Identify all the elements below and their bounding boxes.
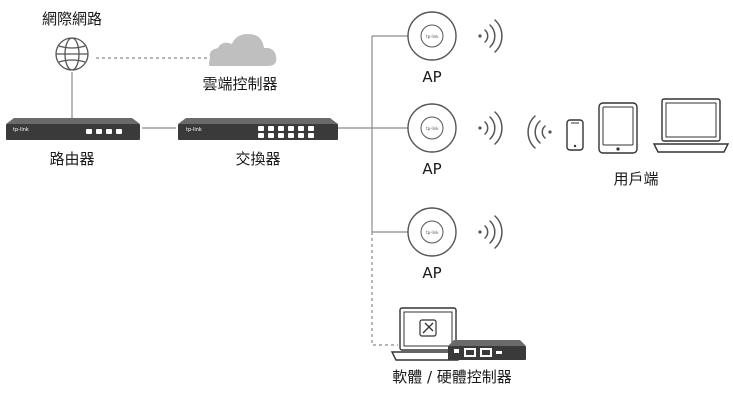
laptop-icon <box>652 98 730 153</box>
switch-icon: tp-link <box>178 118 338 140</box>
smartphone-icon <box>566 119 584 151</box>
ap2-brand-label: tp-link <box>426 126 439 131</box>
cloud-controller-label: 雲端控制器 <box>202 75 278 93</box>
access-point-icon: tp-link <box>407 103 457 153</box>
cloud-icon <box>209 34 277 66</box>
ap-label: AP <box>422 68 442 86</box>
router-label: 路由器 <box>49 150 95 168</box>
tablet-icon <box>598 102 638 154</box>
controller-link <box>371 232 398 346</box>
wifi-signal-icon <box>478 111 503 145</box>
ap3-brand-label: tp-link <box>426 230 439 235</box>
ap-label: AP <box>422 264 442 282</box>
ap1-brand-label: tp-link <box>426 34 439 39</box>
access-point-icon: tp-link <box>407 11 457 61</box>
switch-brand-label: tp-link <box>186 127 202 133</box>
ap-label: AP <box>422 160 442 178</box>
wifi-signal-icon <box>527 115 552 149</box>
hardware-controller-icon <box>448 340 526 360</box>
wifi-signal-icon <box>478 215 503 249</box>
clients-label: 用戶端 <box>613 170 659 188</box>
internet-label: 網際網路 <box>41 10 103 28</box>
software-controller-icon <box>390 307 464 361</box>
globe-icon <box>55 37 89 71</box>
controller-label: 軟體 / 硬體控制器 <box>392 368 512 386</box>
connection-lines <box>71 35 408 346</box>
router-icon: tp-link <box>6 118 140 140</box>
access-point-icon: tp-link <box>407 207 457 257</box>
wifi-signal-icon <box>478 19 503 53</box>
router-brand-label: tp-link <box>13 127 29 133</box>
switch-label: 交換器 <box>235 150 281 168</box>
